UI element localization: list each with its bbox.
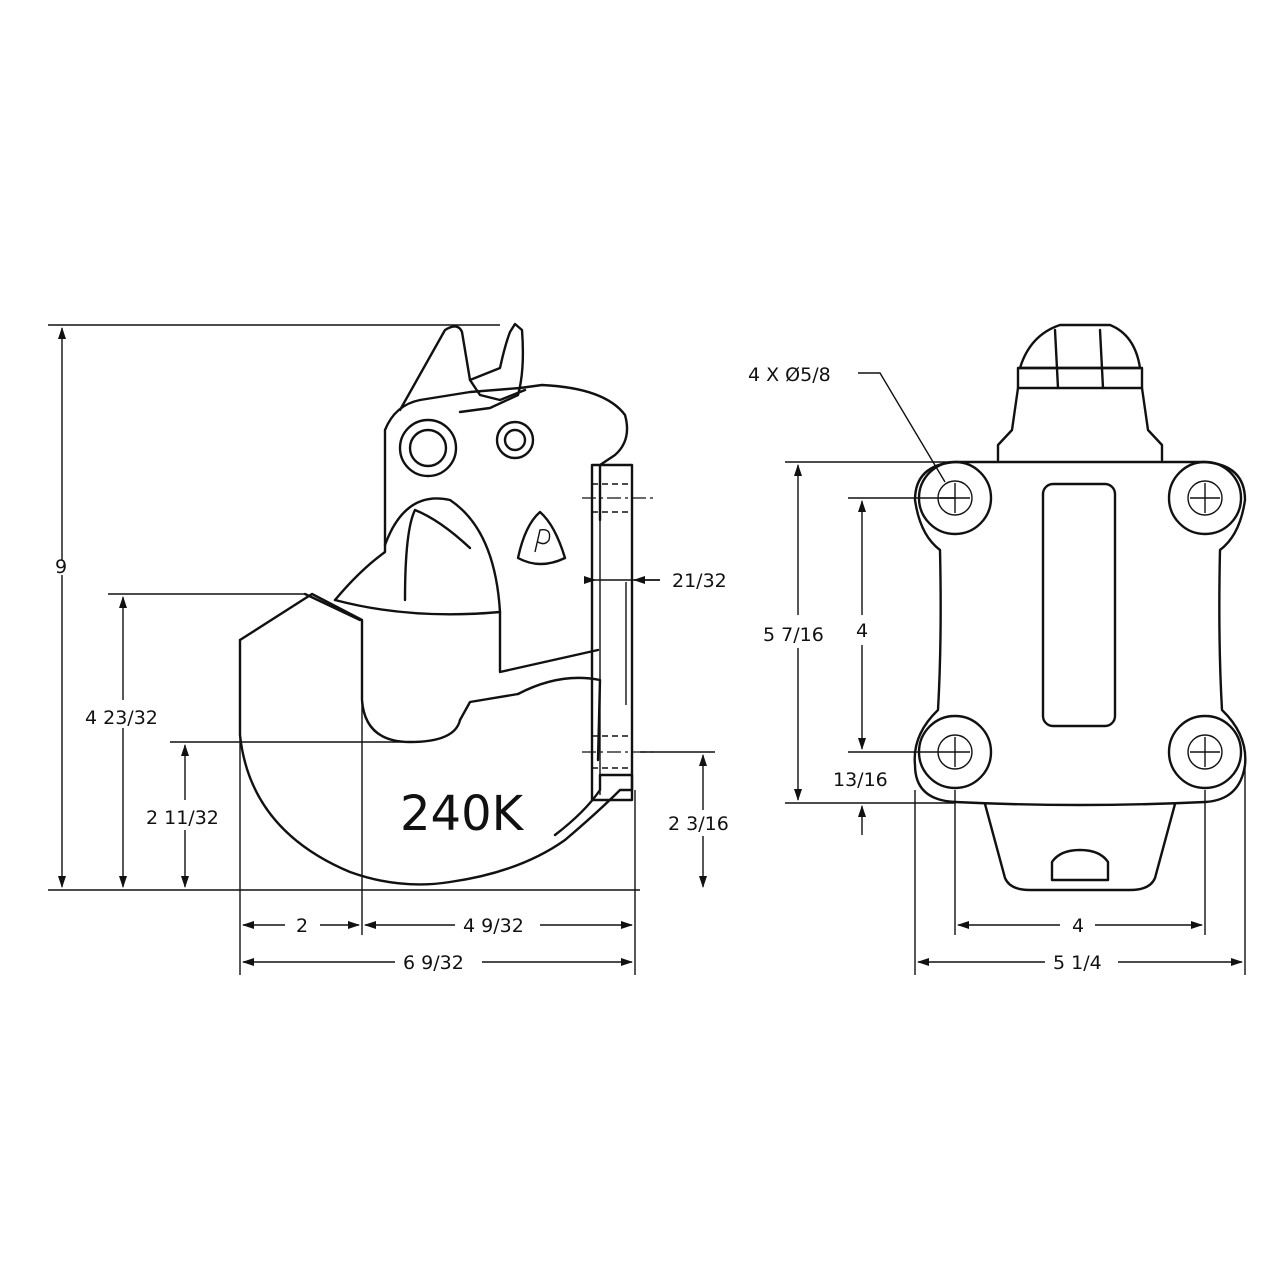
lock-lever-inner: [468, 378, 527, 402]
plate-width-label: 5 1/4: [1053, 952, 1102, 974]
hole-bottom-right: [1167, 714, 1243, 790]
dome-inner: [1053, 328, 1105, 390]
front-view-dimensions: 5 7/16 4 13/16 4 5 1/4: [763, 461, 1246, 975]
lower-body: [983, 802, 1177, 892]
lower-slot: [1050, 848, 1110, 882]
hole-callout-leader: [858, 372, 946, 483]
plate-height-label: 5 7/16: [763, 624, 824, 646]
hook-width-label: 2: [296, 915, 308, 937]
hole-crosshairs: [940, 483, 1220, 767]
part-marking: 240K: [400, 786, 525, 842]
side-view-dimensions: 9 4 23/32 2 11/32 2 3/16 21/32 2 4 9/32 …: [48, 324, 729, 975]
side-view: 240K: [238, 322, 655, 886]
hook-nose-inner: [303, 592, 362, 622]
body-side-edge: [383, 497, 502, 614]
front-plate: [913, 460, 1247, 807]
overall-length-label: 6 9/32: [403, 952, 464, 974]
front-view: 4 X Ø5/8: [748, 323, 1247, 892]
hole-callout: 4 X Ø5/8: [748, 364, 831, 386]
hook-top-height-label: 4 23/32: [85, 707, 158, 729]
extension-lines: [48, 324, 715, 975]
overall-height-label: 9: [55, 556, 67, 578]
logo-shield-icon: [516, 510, 567, 566]
hole-spacing-vertical-label: 4: [856, 620, 868, 642]
hole-spacing-horizontal-label: 4: [1072, 915, 1084, 937]
lower-hole-hidden: [592, 735, 632, 769]
dome-top: [1018, 323, 1142, 370]
logo-letter-icon: [534, 529, 551, 553]
front-extension-lines: [785, 461, 1246, 975]
latch-lower-curve: [333, 598, 600, 674]
mount-plate-inner: [599, 465, 627, 795]
neck: [996, 386, 1164, 462]
bottom-offset-label: 13/16: [833, 769, 888, 791]
mount-hole-height-label: 2 3/16: [668, 813, 729, 835]
hole-top-right: [1167, 460, 1243, 536]
main-pivot-pin-inner: [408, 428, 448, 468]
mounting-holes: [917, 460, 1243, 790]
lower-seam: [516, 676, 602, 762]
dome-base: [1016, 366, 1144, 390]
inner-flank: [458, 692, 520, 722]
mount-plate: [590, 463, 634, 802]
latch-body: [333, 383, 629, 602]
plate-thickness-label: 21/32: [672, 570, 727, 592]
hook-body-outline: [238, 638, 634, 886]
lock-lever: [398, 322, 525, 414]
throat-to-plate-label: 4 9/32: [463, 915, 524, 937]
secondary-pin-outer: [495, 420, 535, 460]
main-pivot-pin-outer: [398, 418, 458, 478]
upper-hole-hidden: [592, 483, 632, 513]
throat-height-label: 2 11/32: [146, 807, 219, 829]
secondary-pin-inner: [503, 428, 527, 452]
latch-inner-curve: [403, 508, 472, 602]
center-slot: [1041, 482, 1117, 728]
